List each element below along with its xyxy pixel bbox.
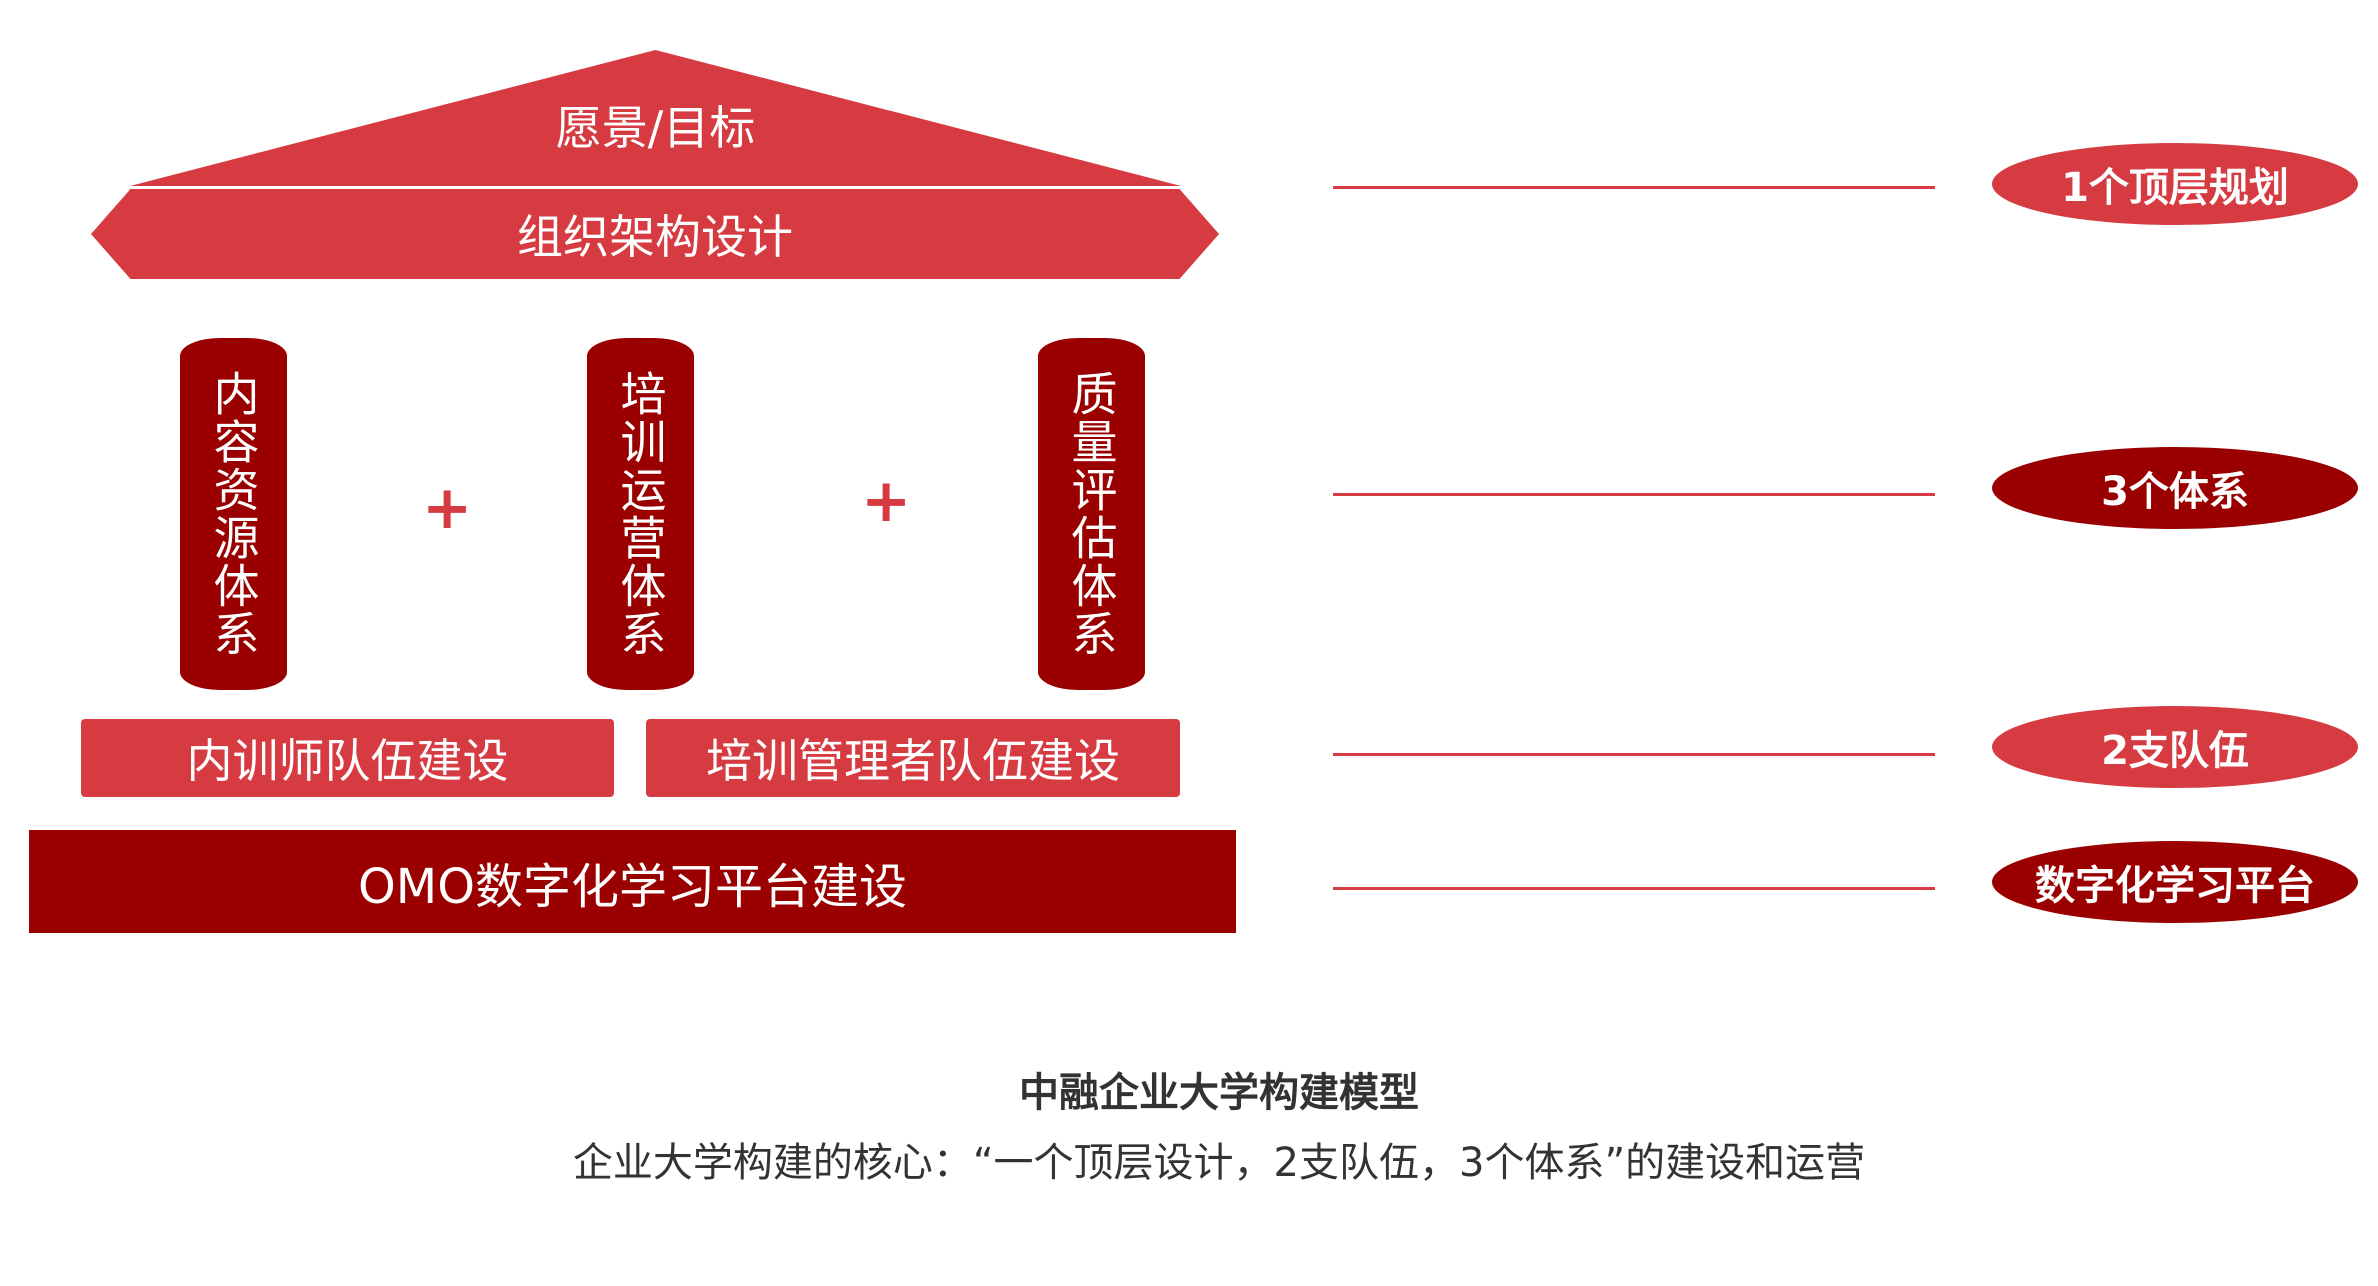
pillar-label: 培训运营体系	[613, 370, 668, 658]
plus-icon: +	[861, 466, 912, 536]
roof-label: 愿景/目标	[555, 101, 756, 155]
platform-band: OMO数字化学习平台建设	[29, 830, 1236, 933]
pillar-quality-evaluation: 质量评估体系	[1038, 338, 1145, 690]
org-label: 组织架构设计	[517, 210, 793, 264]
tag-three-systems: 3个体系	[1992, 447, 2358, 529]
pillar-content-resources: 内容资源体系	[180, 338, 287, 690]
caption-title: 中融企业大学构建模型	[1019, 1070, 1419, 1116]
org-structure-band: 组织架构设计	[91, 189, 1219, 279]
tag-digital-platform: 数字化学习平台	[1992, 841, 2358, 923]
connector-line	[1333, 493, 1935, 496]
tag-top-level-plan: 1个顶层规划	[1992, 143, 2358, 225]
pillar-label: 质量评估体系	[1064, 370, 1119, 658]
team-internal-trainers: 内训师队伍建设	[81, 719, 614, 797]
caption-subtitle: 企业大学构建的核心：“一个顶层设计，2支队伍，3个体系”的建设和运营	[572, 1140, 1866, 1186]
pillar-label: 内容资源体系	[206, 370, 261, 658]
plus-icon: +	[422, 473, 473, 543]
pillar-training-operations: 培训运营体系	[587, 338, 694, 690]
connector-line	[1333, 887, 1935, 890]
connector-line	[1333, 753, 1935, 756]
team-training-managers: 培训管理者队伍建设	[646, 719, 1180, 797]
tag-two-teams: 2支队伍	[1992, 706, 2358, 788]
connector-line	[1333, 186, 1935, 189]
